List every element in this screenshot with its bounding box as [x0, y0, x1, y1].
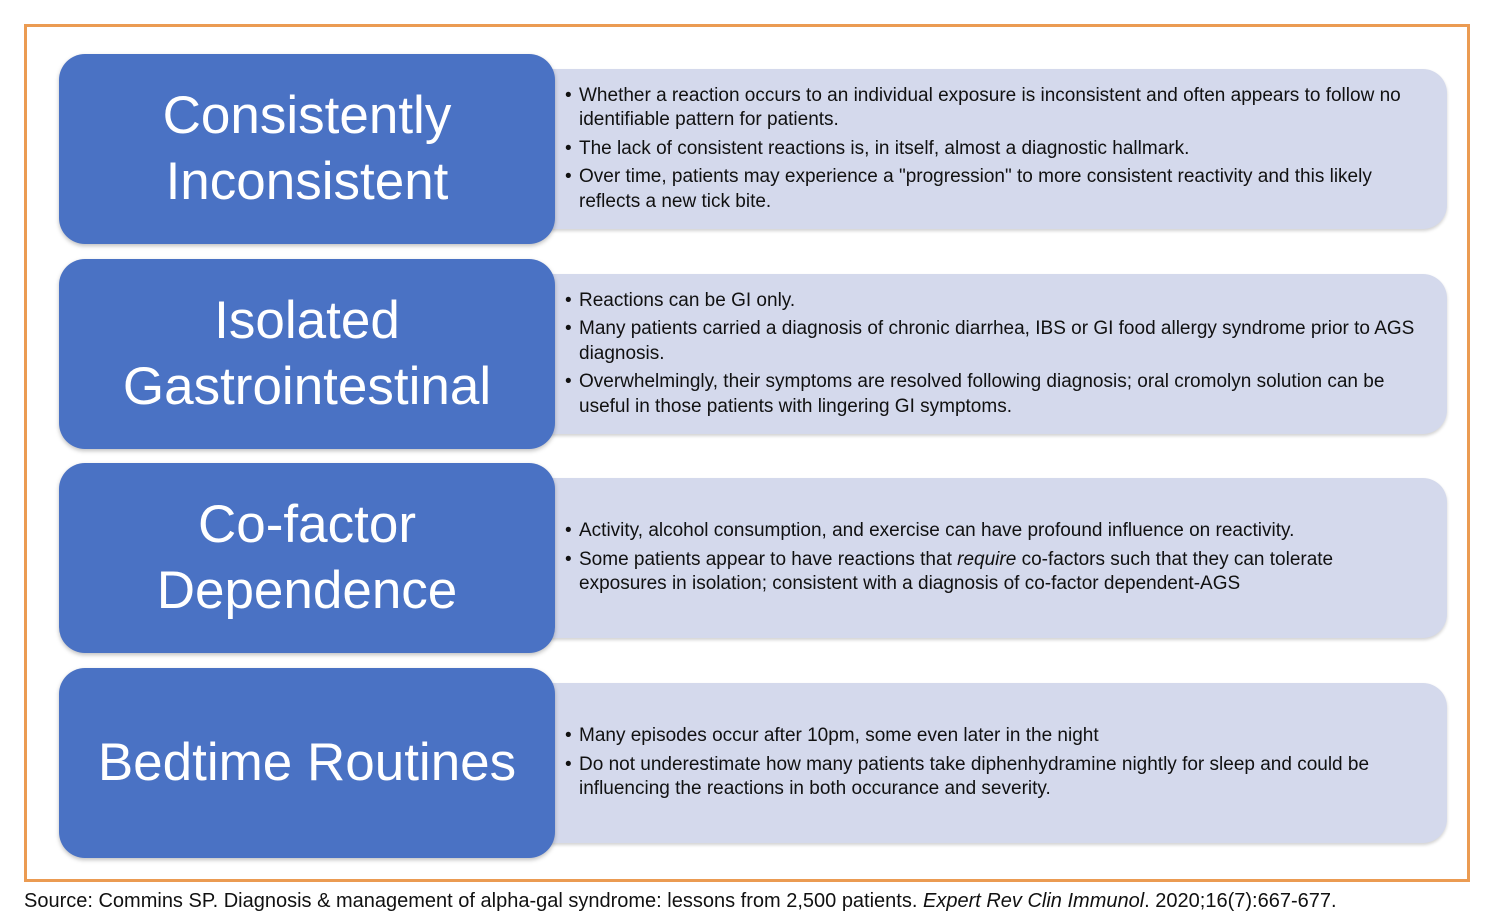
row-consistently-inconsistent: Whether a reaction occurs to an individu…	[59, 54, 1449, 244]
bullet-panel: Many episodes occur after 10pm, some eve…	[529, 683, 1447, 843]
title-line: Co-factor	[198, 495, 416, 554]
bullet-text: co-factors such that they can tolerate e…	[579, 548, 1334, 595]
title-text: Consistently Inconsistent	[163, 83, 452, 215]
diagram-frame	[24, 24, 1470, 882]
title-line: Inconsistent	[165, 152, 449, 211]
title-text: Isolated Gastrointestinal	[123, 288, 491, 420]
title-box: Isolated Gastrointestinal	[59, 259, 555, 449]
bullet-panel: Whether a reaction occurs to an individu…	[529, 69, 1447, 229]
bullet-item: Many patients carried a diagnosis of chr…	[565, 317, 1421, 366]
title-box: Consistently Inconsistent	[59, 54, 555, 244]
bullet-list: Reactions can be GI only. Many patients …	[565, 289, 1421, 420]
row-bedtime-routines: Many episodes occur after 10pm, some eve…	[59, 668, 1449, 858]
bullet-item: Some patients appear to have reactions t…	[565, 548, 1421, 597]
bullet-item: Many episodes occur after 10pm, some eve…	[565, 724, 1421, 749]
journal-name: Expert Rev Clin Immunol	[922, 890, 1145, 912]
citation-text: . 2020;16(7):667-677.	[1144, 890, 1337, 912]
bullet-item: Do not underestimate how many patients t…	[565, 753, 1421, 802]
bullet-item: Overwhelmingly, their symptoms are resol…	[565, 370, 1421, 419]
bullet-list: Activity, alcohol consumption, and exerc…	[565, 519, 1421, 597]
title-text: Co-factor Dependence	[157, 492, 458, 624]
bullet-text: Some patients appear to have reactions t…	[579, 548, 958, 570]
bullet-item: Whether a reaction occurs to an individu…	[565, 84, 1421, 133]
citation-text: Source: Commins SP. Diagnosis & manageme…	[24, 890, 923, 912]
bullet-panel: Reactions can be GI only. Many patients …	[529, 274, 1447, 434]
bullet-list: Many episodes occur after 10pm, some eve…	[565, 724, 1421, 802]
bullet-item: Activity, alcohol consumption, and exerc…	[565, 519, 1421, 544]
title-line: Dependence	[156, 561, 458, 620]
title-line: Bedtime Routines	[97, 733, 517, 792]
title-box: Bedtime Routines	[59, 668, 555, 858]
title-text: Bedtime Routines	[98, 730, 516, 796]
row-isolated-gastrointestinal: Reactions can be GI only. Many patients …	[59, 259, 1449, 449]
title-box: Co-factor Dependence	[59, 463, 555, 653]
emphasis-text: require	[957, 548, 1017, 570]
bullet-item: The lack of consistent reactions is, in …	[565, 137, 1421, 162]
row-co-factor-dependence: Activity, alcohol consumption, and exerc…	[59, 463, 1449, 653]
source-citation: Source: Commins SP. Diagnosis & manageme…	[24, 890, 1337, 913]
bullet-item: Over time, patients may experience a "pr…	[565, 165, 1421, 214]
bullet-item: Reactions can be GI only.	[565, 289, 1421, 314]
title-line: Gastrointestinal	[122, 357, 492, 416]
title-line: Isolated	[214, 291, 400, 350]
bullet-list: Whether a reaction occurs to an individu…	[565, 84, 1421, 215]
title-line: Consistently	[162, 86, 452, 145]
bullet-panel: Activity, alcohol consumption, and exerc…	[529, 478, 1447, 638]
